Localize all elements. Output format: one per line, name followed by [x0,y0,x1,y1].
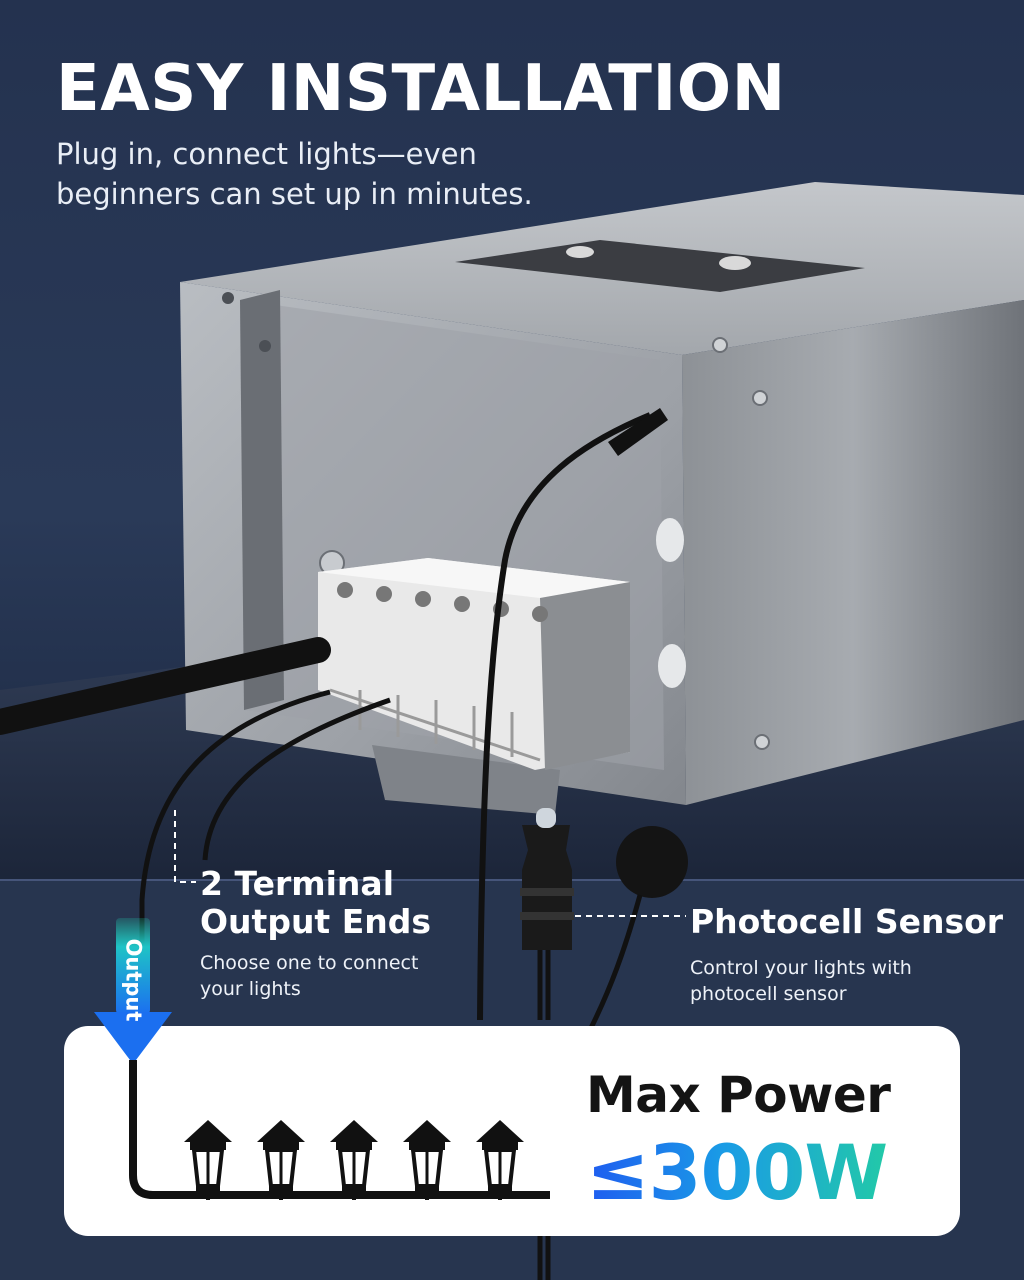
terminal-title-line-2: Output Ends [200,902,431,941]
transformer-box-illustration [180,182,1024,815]
output-arrow-icon [94,918,172,1064]
terminal-callout-description: Choose one to connect your lights [200,950,418,1002]
terminal-desc-line-2: your lights [200,978,301,1000]
output-label: Output [118,930,148,1030]
photocell-callout-title: Photocell Sensor [690,902,1004,941]
lantern-icon [476,1120,524,1200]
max-power-label: Max Power [586,1066,891,1124]
photocell-desc-line-2: photocell sensor [690,983,847,1005]
page-title: EASY INSTALLATION [56,52,786,126]
subtitle-line-1: Plug in, connect lights—even [56,137,477,171]
output-label-text: Output [121,938,145,1022]
lantern-icon [330,1120,378,1200]
max-power-value: ≤300W [586,1128,888,1217]
lantern-icon [403,1120,451,1200]
terminal-title-line-1: 2 Terminal [200,864,395,903]
subtitle-line-2: beginners can set up in minutes. [56,177,533,211]
page-subtitle: Plug in, connect lights—even beginners c… [56,134,616,214]
lantern-icon [184,1120,232,1200]
photocell-desc-line-1: Control your lights with [690,957,912,979]
lantern-icon [257,1120,305,1200]
photocell-callout-description: Control your lights with photocell senso… [690,955,912,1007]
terminal-callout-title: 2 Terminal Output Ends [200,865,431,941]
photocell-sensor-icon [520,808,688,1032]
terminal-desc-line-1: Choose one to connect [200,952,419,974]
